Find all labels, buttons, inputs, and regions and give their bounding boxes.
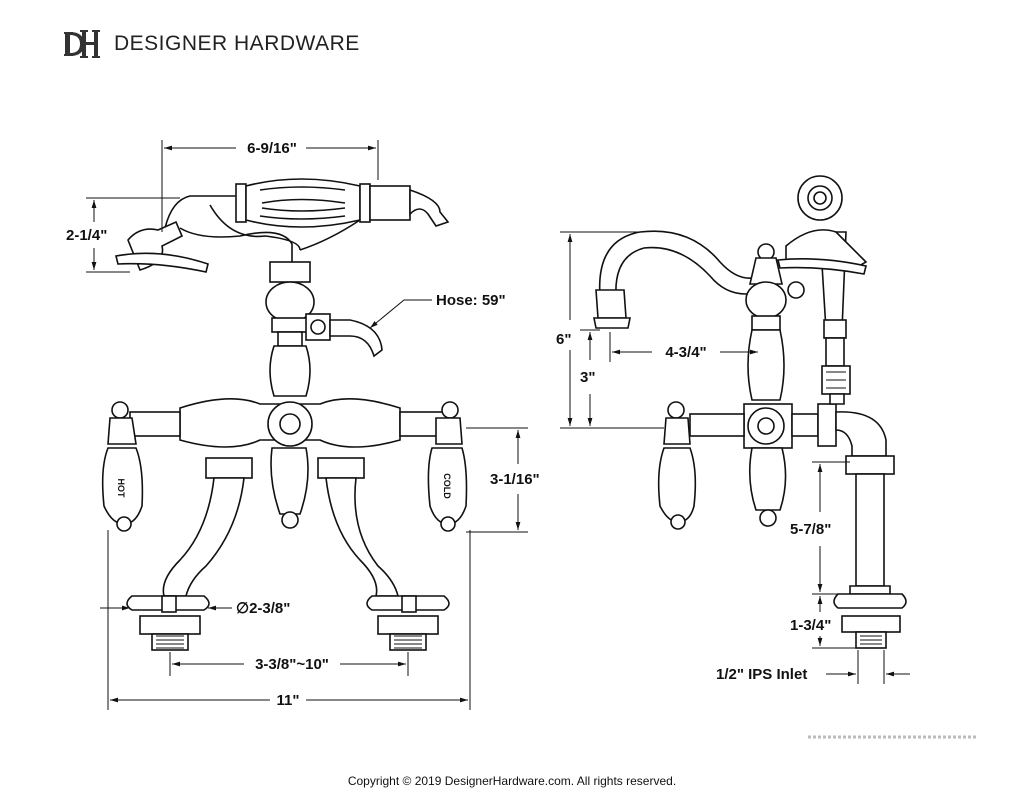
dim-body-height: 5-7/8" (790, 521, 831, 538)
dim-inlet: 1/2" IPS Inlet (716, 666, 807, 683)
dim-spout-height: 3" (580, 369, 595, 386)
brand-logo: DESIGNER HARDWARE (64, 28, 360, 60)
dim-handle-height: 3-1/16" (490, 471, 540, 488)
dim-spout-reach: 4-3/4" (665, 344, 706, 361)
front-thread-lines (156, 635, 422, 649)
side-view-faucet (593, 175, 907, 649)
dim-lines-front (86, 140, 528, 710)
dim-base-diameter: ∅2-3/8" (236, 600, 290, 617)
copyright-text: Copyright © 2019 DesignerHardware.com. A… (347, 774, 677, 788)
dim-shower-height: 2-1/4" (66, 227, 107, 244)
hot-label: HOT (116, 479, 126, 499)
dh-monogram-logo (64, 30, 100, 58)
dim-shower-width: 6-9/16" (247, 140, 297, 157)
cold-label: COLD (442, 473, 452, 499)
dim-center-spread: 3-3/8"~10" (255, 656, 329, 673)
dim-total-height: 6" (556, 331, 571, 348)
side-thread-lines (826, 371, 882, 645)
dim-lines-side (560, 231, 910, 684)
dim-hose: Hose: 59" (436, 292, 506, 309)
brand-name: DESIGNER HARDWARE (114, 32, 360, 55)
dim-overall-width: 11" (277, 692, 300, 709)
dim-shank-length: 1-3/4" (790, 617, 831, 634)
front-view-faucet (101, 178, 468, 651)
